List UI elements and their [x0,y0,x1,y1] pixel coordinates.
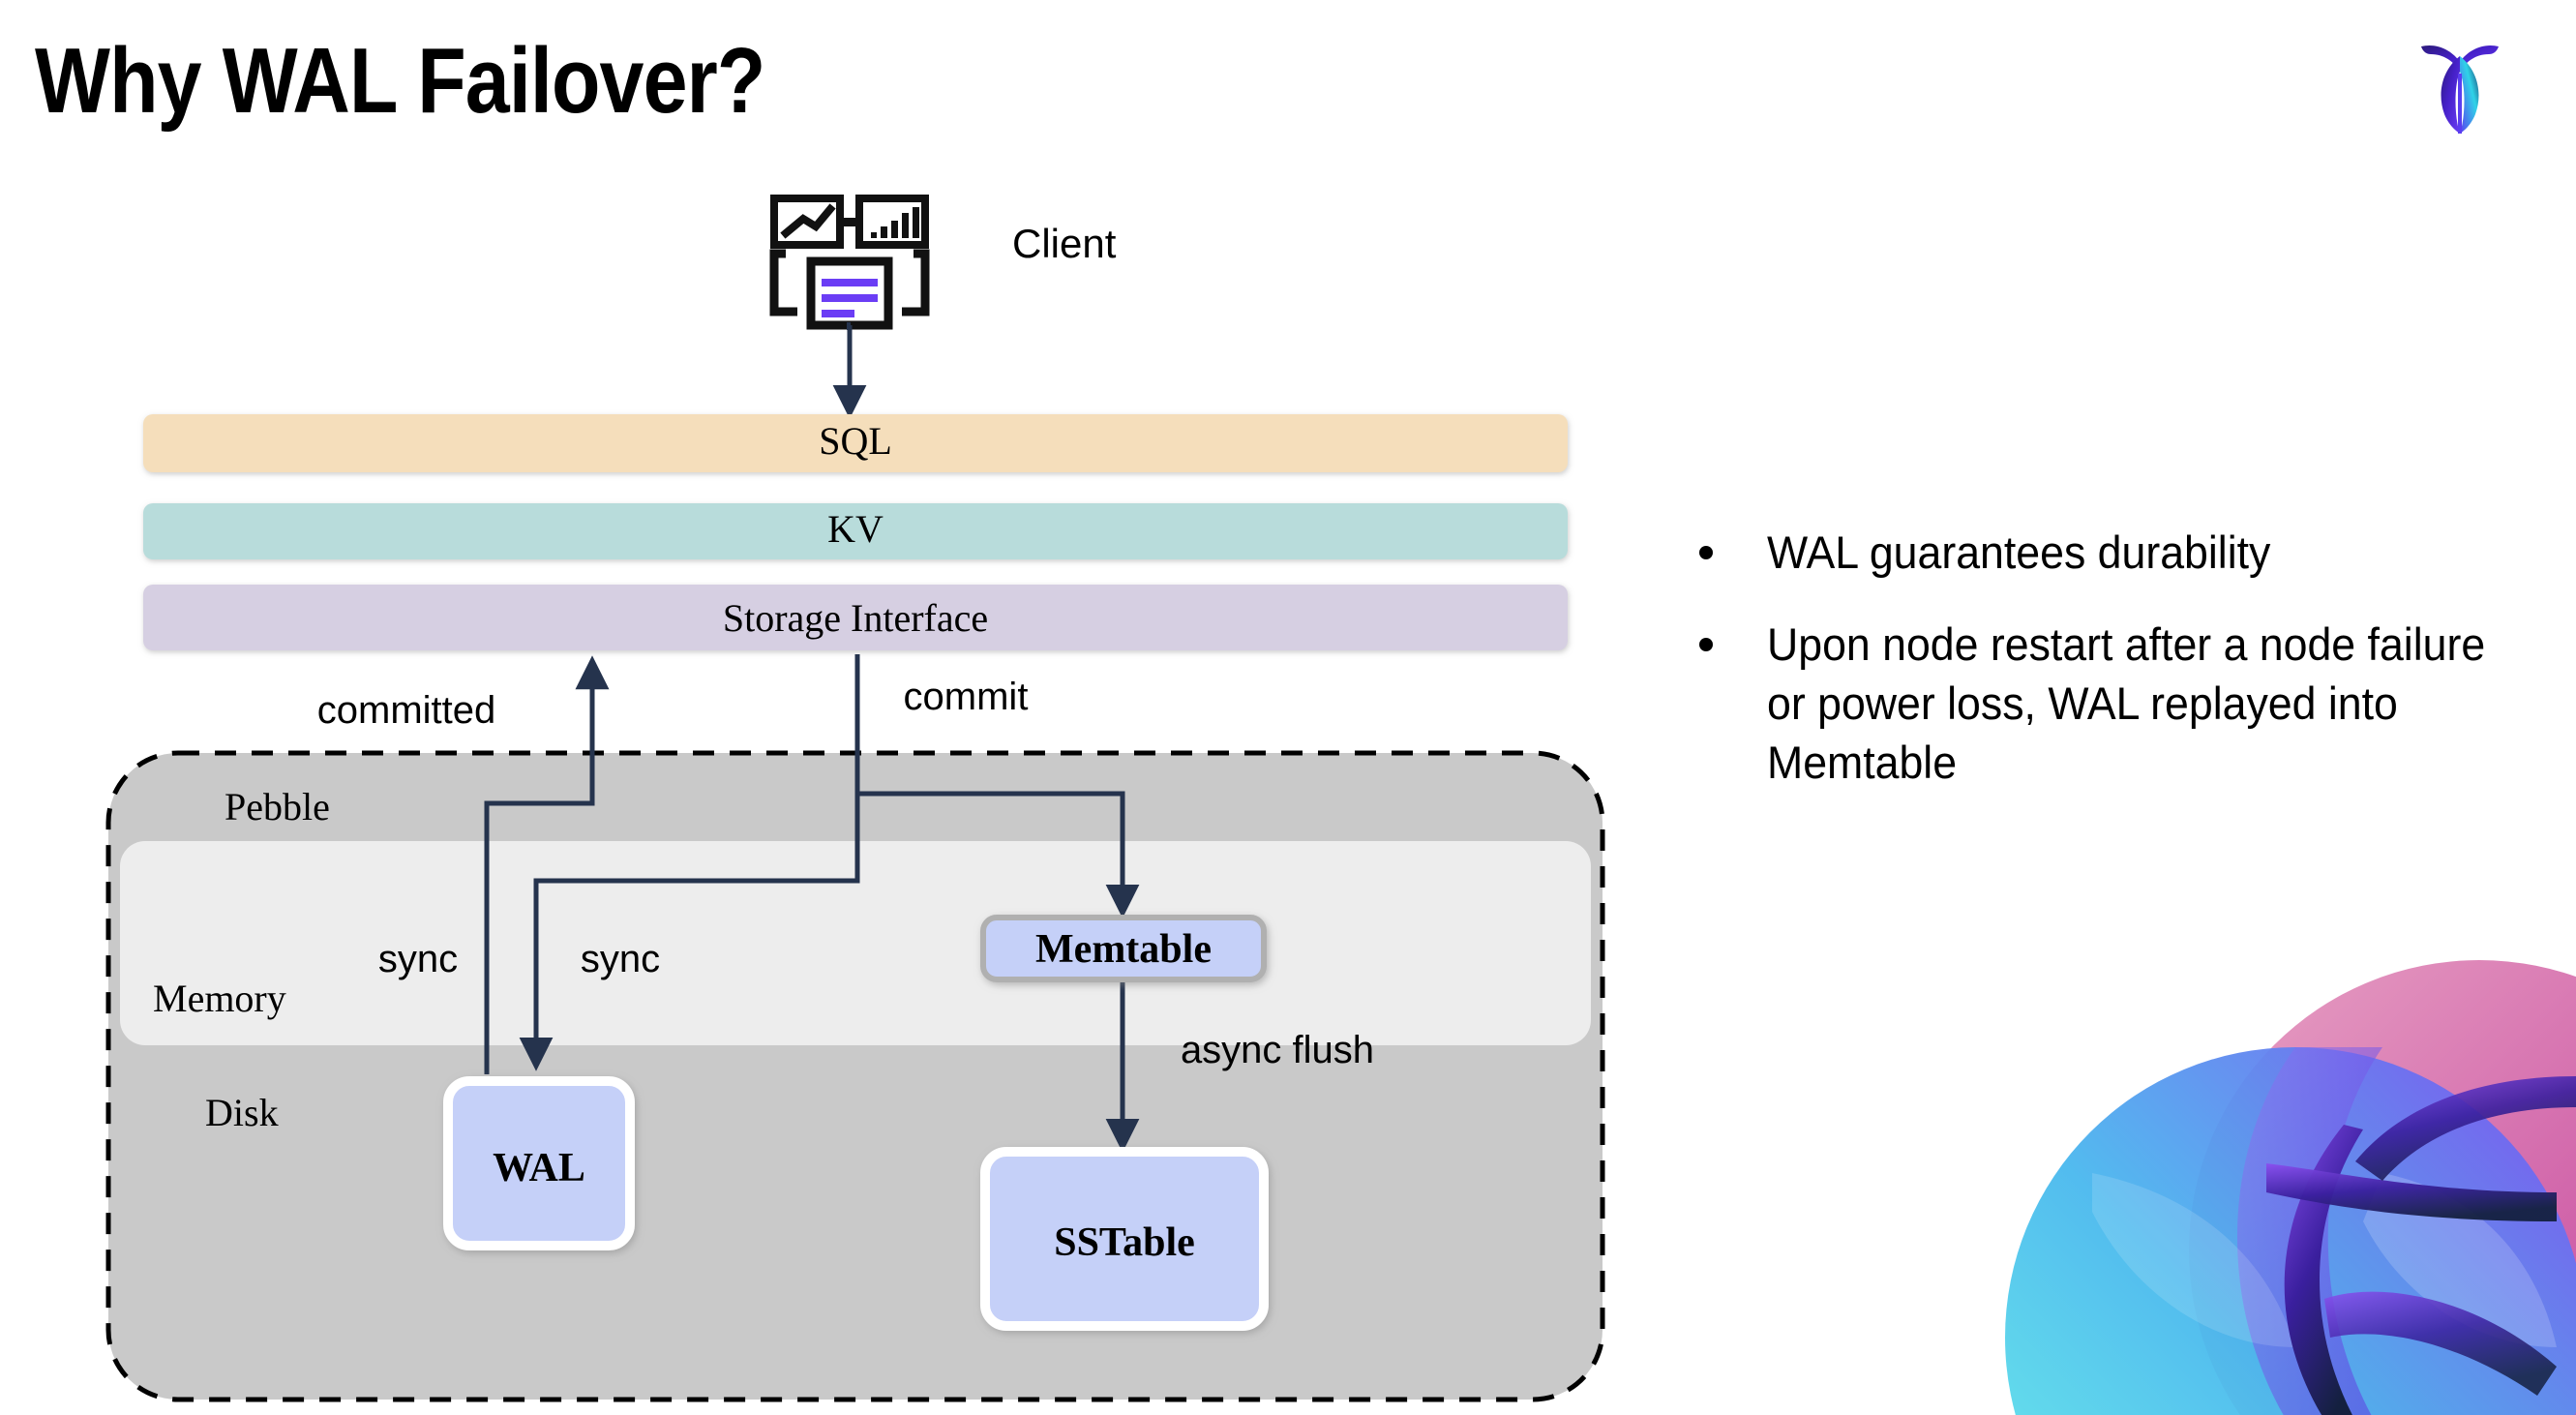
disk-label: Disk [205,1091,279,1134]
decorative-brand-graphic [1976,931,2576,1415]
client-label: Client [1012,221,1117,266]
layer-bar-kv: KV [143,503,1568,559]
layer-bar-storage-interface-label: Storage Interface [723,596,988,640]
cockroachdb-logo [2413,31,2506,139]
edge-sync-left-label: sync [378,938,458,980]
architecture-diagram: Client SQL KV Storage Interface Pebble M… [105,195,1605,1402]
list-item: WAL guarantees durability [1699,523,2531,582]
bullet-list: WAL guarantees durability Upon node rest… [1699,523,2531,825]
node-wal[interactable]: WAL [443,1076,635,1250]
bullet-text: WAL guarantees durability [1767,527,2271,578]
node-sstable[interactable]: SSTable [980,1147,1269,1331]
layer-bar-sql: SQL [143,414,1568,472]
edge-sync-right [519,654,860,1071]
node-wal-label: WAL [493,1146,585,1190]
bullet-dot-icon [1699,546,1713,559]
edge-committed-label: committed [317,689,496,732]
node-memtable[interactable]: Memtable [980,915,1267,982]
layer-bar-kv-label: KV [827,507,884,551]
page-title: Why WAL Failover? [35,29,765,133]
edge-commit [857,791,1140,918]
layer-bar-sql-label: SQL [819,419,892,463]
pebble-label: Pebble [225,785,330,828]
client-dashboard-icon [769,195,930,330]
edge-committed [484,655,610,1074]
list-item: Upon node restart after a node failure o… [1699,615,2531,792]
memory-label: Memory [153,977,286,1020]
bullet-dot-icon [1699,638,1713,652]
node-sstable-label: SSTable [1054,1220,1195,1265]
layer-bar-storage-interface: Storage Interface [143,585,1568,650]
bullet-text: Upon node restart after a node failure o… [1767,618,2486,789]
edge-commit-label: commit [904,676,1029,718]
node-memtable-label: Memtable [1035,927,1212,972]
edge-async-flush-label: async flush [1181,1029,1374,1071]
edge-sync-right-label: sync [581,938,660,980]
